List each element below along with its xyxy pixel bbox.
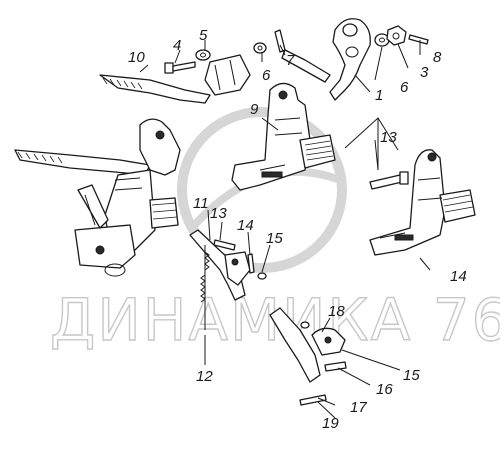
part-spring-12 — [200, 245, 210, 330]
callout-17: 17 — [350, 399, 367, 416]
part-washer-6 — [253, 42, 267, 54]
callout-4: 4 — [173, 37, 181, 54]
callout-15-lower: 15 — [403, 367, 420, 384]
callout-8: 8 — [433, 49, 442, 66]
part-bolt-4 — [164, 61, 196, 74]
part-shaft — [281, 49, 331, 83]
callout-11: 11 — [193, 195, 209, 212]
callout-9: 9 — [250, 101, 259, 118]
callout-15: 15 — [266, 230, 283, 247]
callout-3: 3 — [420, 64, 429, 81]
part-lower-lever — [269, 307, 347, 406]
part-bracket-9 — [231, 82, 336, 191]
part-washer-5 — [195, 49, 211, 61]
part-pedal-upper — [99, 54, 251, 104]
callout-6b: 6 — [400, 79, 409, 96]
callout-6: 6 — [262, 67, 271, 84]
callout-1: 1 — [375, 87, 383, 104]
callout-13: 13 — [210, 205, 227, 222]
callout-5: 5 — [199, 27, 208, 44]
callout-13-top: 13 — [380, 129, 397, 146]
part-lever-11 — [189, 229, 251, 301]
part-nut-3 — [386, 25, 407, 46]
callout-14-right: 14 — [450, 268, 467, 285]
callout-14: 14 — [237, 217, 254, 234]
callout-16: 16 — [376, 381, 393, 398]
part-bolt-13 — [213, 239, 236, 251]
callout-7: 7 — [286, 52, 295, 69]
part-cotter-pin-7 — [274, 29, 286, 53]
part-washer-15 — [257, 272, 267, 280]
part-left-assembly — [14, 118, 181, 277]
part-pin-14 — [247, 253, 255, 274]
callout-10: 10 — [128, 49, 145, 66]
callout-12: 12 — [196, 368, 213, 385]
part-hook-lever-1 — [329, 18, 371, 101]
part-washer-6b — [374, 33, 390, 47]
callout-18: 18 — [328, 303, 345, 320]
part-cotter-8 — [408, 34, 429, 45]
leader-lines — [139, 40, 431, 419]
part-bracket-14-right — [369, 149, 476, 256]
callout-19: 19 — [322, 415, 339, 432]
part-bolt-13-right — [344, 117, 409, 190]
